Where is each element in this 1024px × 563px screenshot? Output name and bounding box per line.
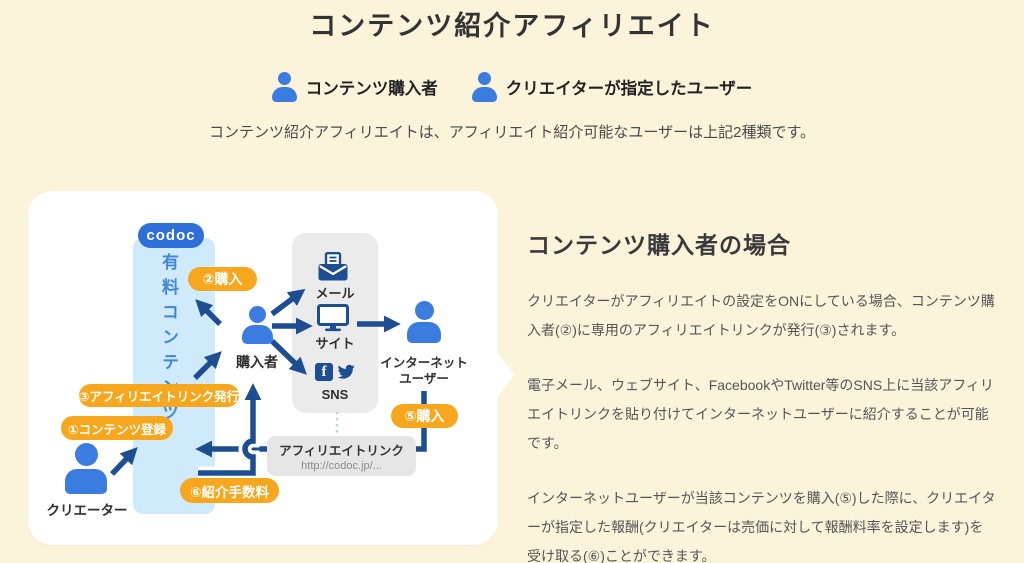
- detail-heading: コンテンツ購入者の場合: [527, 232, 791, 258]
- buyer-label: 購入者: [236, 354, 278, 370]
- mail-label: メール: [315, 286, 355, 301]
- user-types-row: コンテンツ購入者 クリエイターが指定したユーザー: [0, 72, 1024, 102]
- user-type-buyer-label: コンテンツ購入者: [305, 80, 438, 98]
- step-purchase-pill: ②購入: [188, 267, 257, 291]
- step-fee-pill: ⑥紹介手数料: [180, 478, 279, 503]
- user-type-designated: クリエイターが指定したユーザー: [471, 72, 753, 102]
- codoc-badge: codoc: [138, 223, 204, 248]
- creator-label: クリエーター: [46, 503, 128, 518]
- person-icon: [471, 72, 497, 102]
- detail-section: コンテンツ購入者の場合 クリエイターがアフィリエイトの設定をONにしている場合、…: [527, 226, 997, 563]
- user-type-designated-label: クリエイターが指定したユーザー: [505, 80, 753, 98]
- internet-user-label: インターネット ユーザー: [374, 355, 474, 387]
- detail-paragraph-3: インターネットユーザーが当該コンテンツを購入(⑤)した際に、クリエイターが指定し…: [527, 490, 996, 563]
- detail-paragraph-1: クリエイターがアフィリエイトの設定をONにしている場合、コンテンツ購入者(②)に…: [527, 293, 995, 338]
- person-icon: [271, 72, 297, 102]
- affiliate-link-url: http://codoc.jp/...: [301, 460, 382, 472]
- step-buy-pill: ⑤購入: [391, 404, 458, 428]
- sns-label: SNS: [321, 387, 349, 402]
- internet-user-label-line1: インターネット: [380, 356, 468, 370]
- page-title: コンテンツ紹介アフィリエイト: [309, 11, 715, 41]
- facebook-icon: f: [315, 363, 333, 381]
- twitter-bird-icon: [336, 363, 356, 381]
- internet-user-label-line2: ユーザー: [399, 372, 449, 386]
- affiliate-link-box: アフィリエイトリンク http://codoc.jp/...: [267, 436, 416, 476]
- buyer-person-icon: [242, 306, 273, 344]
- affiliate-link-title: アフィリエイトリンク: [279, 444, 404, 458]
- detail-paragraph-2: 電子メール、ウェブサイト、FacebookやTwitter等のSNS上に当該アフ…: [527, 377, 994, 451]
- facebook-glyph: f: [321, 364, 327, 380]
- flow-arrows: [110, 288, 427, 480]
- step-register-pill: ①コンテンツ登録: [61, 416, 173, 440]
- site-label: サイト: [315, 336, 355, 351]
- step-issue-link-pill: ③アフィリエイトリンク発行: [79, 384, 239, 407]
- monitor-icon: [317, 304, 349, 332]
- diagram-card: codoc 有料コンテンツ メール サイト f: [28, 191, 514, 545]
- creator-person-icon: [65, 443, 107, 494]
- user-type-buyer: コンテンツ購入者: [271, 72, 438, 102]
- mail-envelope-icon: [317, 252, 349, 282]
- speech-bubble-notch: [497, 352, 514, 398]
- intro-note: コンテンツ紹介アフィリエイトは、アフィリエイト紹介可能なユーザーは上記2種類です…: [209, 124, 815, 141]
- internet-user-person-icon: [407, 301, 441, 343]
